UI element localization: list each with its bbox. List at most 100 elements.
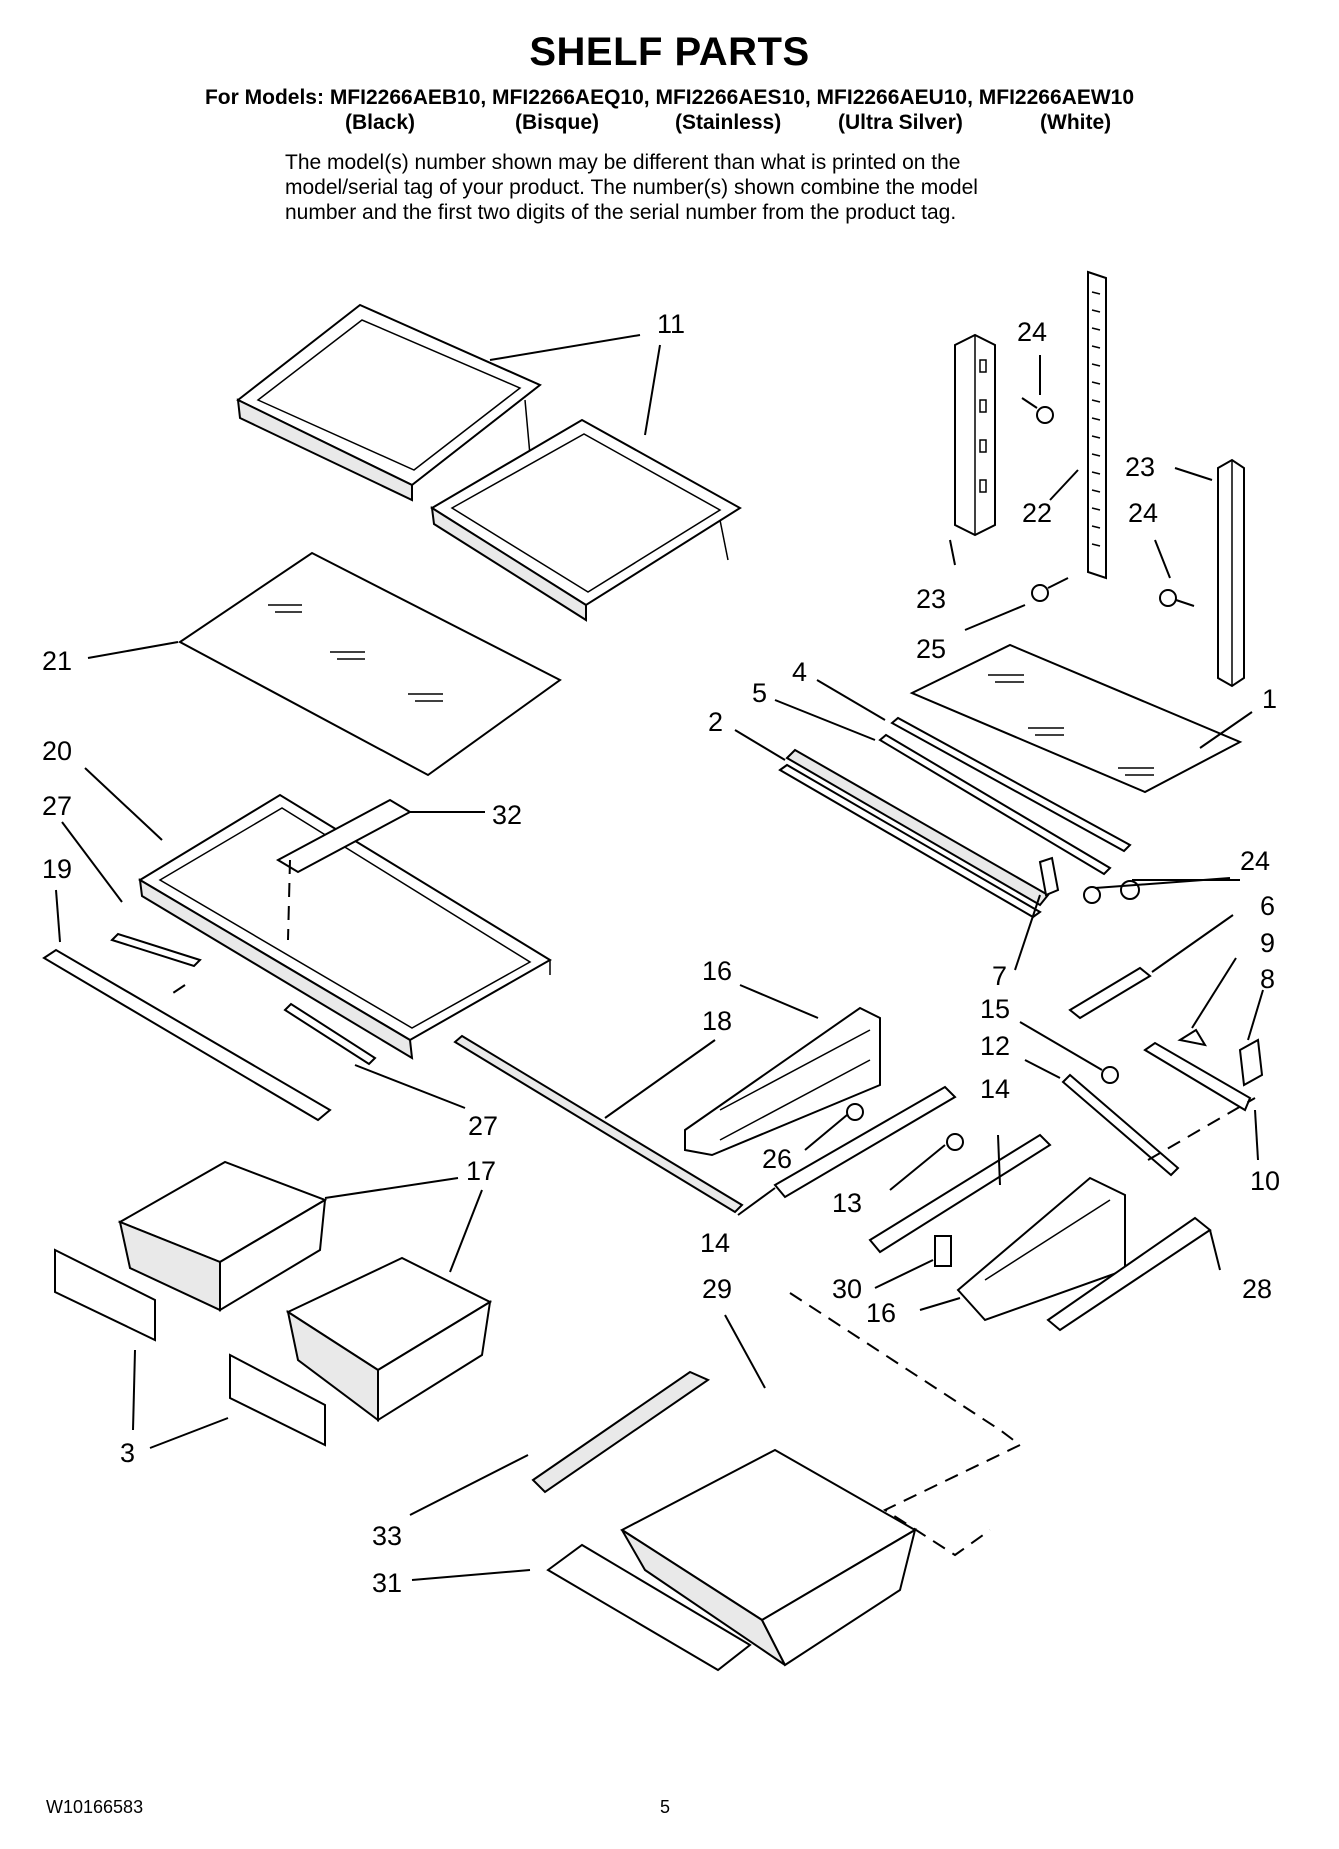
callout-18: 18 xyxy=(702,1006,732,1036)
callout-12: 12 xyxy=(980,1031,1010,1061)
callout-14-upper: 14 xyxy=(980,1074,1010,1104)
callout-14-lower: 14 xyxy=(700,1228,730,1258)
crisper-drawer-lower xyxy=(285,1256,493,1422)
screw-24-pair xyxy=(1083,880,1140,904)
trim-strip-2 xyxy=(778,748,1050,919)
color-ultra-silver: (Ultra Silver) xyxy=(838,111,963,134)
callout-31: 31 xyxy=(372,1568,402,1598)
callout-19: 19 xyxy=(42,854,72,884)
callout-25: 25 xyxy=(916,634,946,664)
callout-30: 30 xyxy=(832,1274,862,1304)
bracket-9 xyxy=(1177,1028,1208,1047)
callout-24-top: 24 xyxy=(1017,317,1047,347)
trim-strip-5 xyxy=(878,733,1112,876)
rod-18 xyxy=(453,1034,744,1214)
callout-24-right: 24 xyxy=(1128,498,1158,528)
vertical-rail-23-right xyxy=(1217,458,1245,688)
callout-4: 4 xyxy=(792,657,807,687)
screw-24-right xyxy=(1159,589,1195,607)
callout-20: 20 xyxy=(42,736,72,766)
drawer-handle-lower xyxy=(229,1353,326,1447)
shelf-frame-upper xyxy=(236,303,542,502)
callout-16-lower: 16 xyxy=(866,1298,896,1328)
callout-labels: 11 24 23 22 24 23 25 21 4 5 2 1 20 27 32… xyxy=(42,309,1280,1598)
screw-26 xyxy=(846,1103,864,1121)
document-number: W10166583 xyxy=(46,1797,144,1817)
callout-5: 5 xyxy=(752,678,767,708)
page-number: 5 xyxy=(660,1797,671,1817)
screw-25 xyxy=(1031,577,1069,602)
slide-14-upper xyxy=(773,1085,957,1199)
callout-23-right: 23 xyxy=(1125,452,1155,482)
callout-33: 33 xyxy=(372,1521,402,1551)
bracket-10 xyxy=(1143,1041,1252,1112)
bracket-6 xyxy=(1068,966,1152,1020)
color-black: (Black) xyxy=(345,111,416,134)
callout-22: 22 xyxy=(1022,498,1052,528)
callout-13: 13 xyxy=(832,1188,862,1218)
callout-7: 7 xyxy=(992,961,1007,991)
trim-strip-4 xyxy=(890,716,1132,853)
strip-27-lower xyxy=(283,1002,377,1066)
model-colors: (Black) (Bisque) (Stainless) (Ultra Silv… xyxy=(0,111,1339,137)
screw-24-top xyxy=(1021,397,1054,424)
callout-23-left: 23 xyxy=(916,584,946,614)
callout-27-upper: 27 xyxy=(42,791,72,821)
callout-28: 28 xyxy=(1242,1274,1272,1304)
bottom-drawer-29 xyxy=(620,1448,917,1667)
callout-21: 21 xyxy=(42,646,72,676)
hook-7 xyxy=(1038,856,1060,897)
drawer-handle-upper xyxy=(54,1248,156,1342)
slide-12 xyxy=(1061,1073,1180,1177)
callout-15: 15 xyxy=(980,994,1010,1024)
glass-shelf-left xyxy=(178,551,562,777)
callout-6: 6 xyxy=(1260,891,1275,921)
assembly-line-lower xyxy=(882,1444,1021,1557)
callout-16-upper: 16 xyxy=(702,956,732,986)
slide-bracket-16 xyxy=(684,1006,881,1157)
callout-3: 3 xyxy=(120,1438,135,1468)
assembly-line-rail xyxy=(287,859,291,941)
callout-24-mid: 24 xyxy=(1240,846,1270,876)
strip-27-upper xyxy=(110,932,202,968)
page-title: SHELF PARTS xyxy=(529,30,810,74)
callout-9: 9 xyxy=(1260,928,1275,958)
leader-lines xyxy=(55,334,1264,1581)
clip-8 xyxy=(1238,1038,1264,1087)
callout-17: 17 xyxy=(466,1156,496,1186)
assembly-line-right xyxy=(1147,1097,1256,1161)
callout-2: 2 xyxy=(708,707,723,737)
callout-32: 32 xyxy=(492,800,522,830)
shelf-frame-lower xyxy=(430,418,742,622)
callout-8: 8 xyxy=(1260,964,1275,994)
trim-19 xyxy=(42,948,332,1122)
color-bisque: (Bisque) xyxy=(515,111,599,134)
crisper-drawer-upper xyxy=(117,1160,328,1312)
note-line-2: model/serial tag of your product. The nu… xyxy=(285,176,978,199)
color-stainless: (Stainless) xyxy=(675,111,782,134)
note-line-1: The model(s) number shown may be differe… xyxy=(285,151,961,174)
slide-bracket-16-lower xyxy=(956,1176,1126,1322)
color-white: (White) xyxy=(1040,111,1112,134)
models-line: For Models: MFI2266AEB10, MFI2266AEQ10, … xyxy=(204,86,1134,109)
drawer-handle-31 xyxy=(546,1543,752,1672)
model-note: The model(s) number shown may be differe… xyxy=(285,150,1105,225)
callout-1: 1 xyxy=(1262,684,1277,714)
glass-shelf-right xyxy=(909,643,1243,794)
screw-13 xyxy=(946,1133,964,1151)
callout-26: 26 xyxy=(762,1144,792,1174)
callout-29: 29 xyxy=(702,1274,732,1304)
callout-10: 10 xyxy=(1250,1166,1280,1196)
screw-15 xyxy=(1101,1066,1119,1084)
assembly-line-strip xyxy=(169,984,186,996)
vertical-rail-23-left xyxy=(954,333,996,537)
drawer-trim-33 xyxy=(531,1370,711,1494)
note-line-3: number and the first two digits of the s… xyxy=(285,201,957,224)
drawer-frame xyxy=(138,793,552,1060)
clip-30 xyxy=(934,1235,952,1267)
callout-11: 11 xyxy=(657,309,685,339)
vertical-rail-22 xyxy=(1087,270,1107,580)
callout-27-lower: 27 xyxy=(468,1111,498,1141)
slide-14-lower xyxy=(868,1133,1052,1254)
